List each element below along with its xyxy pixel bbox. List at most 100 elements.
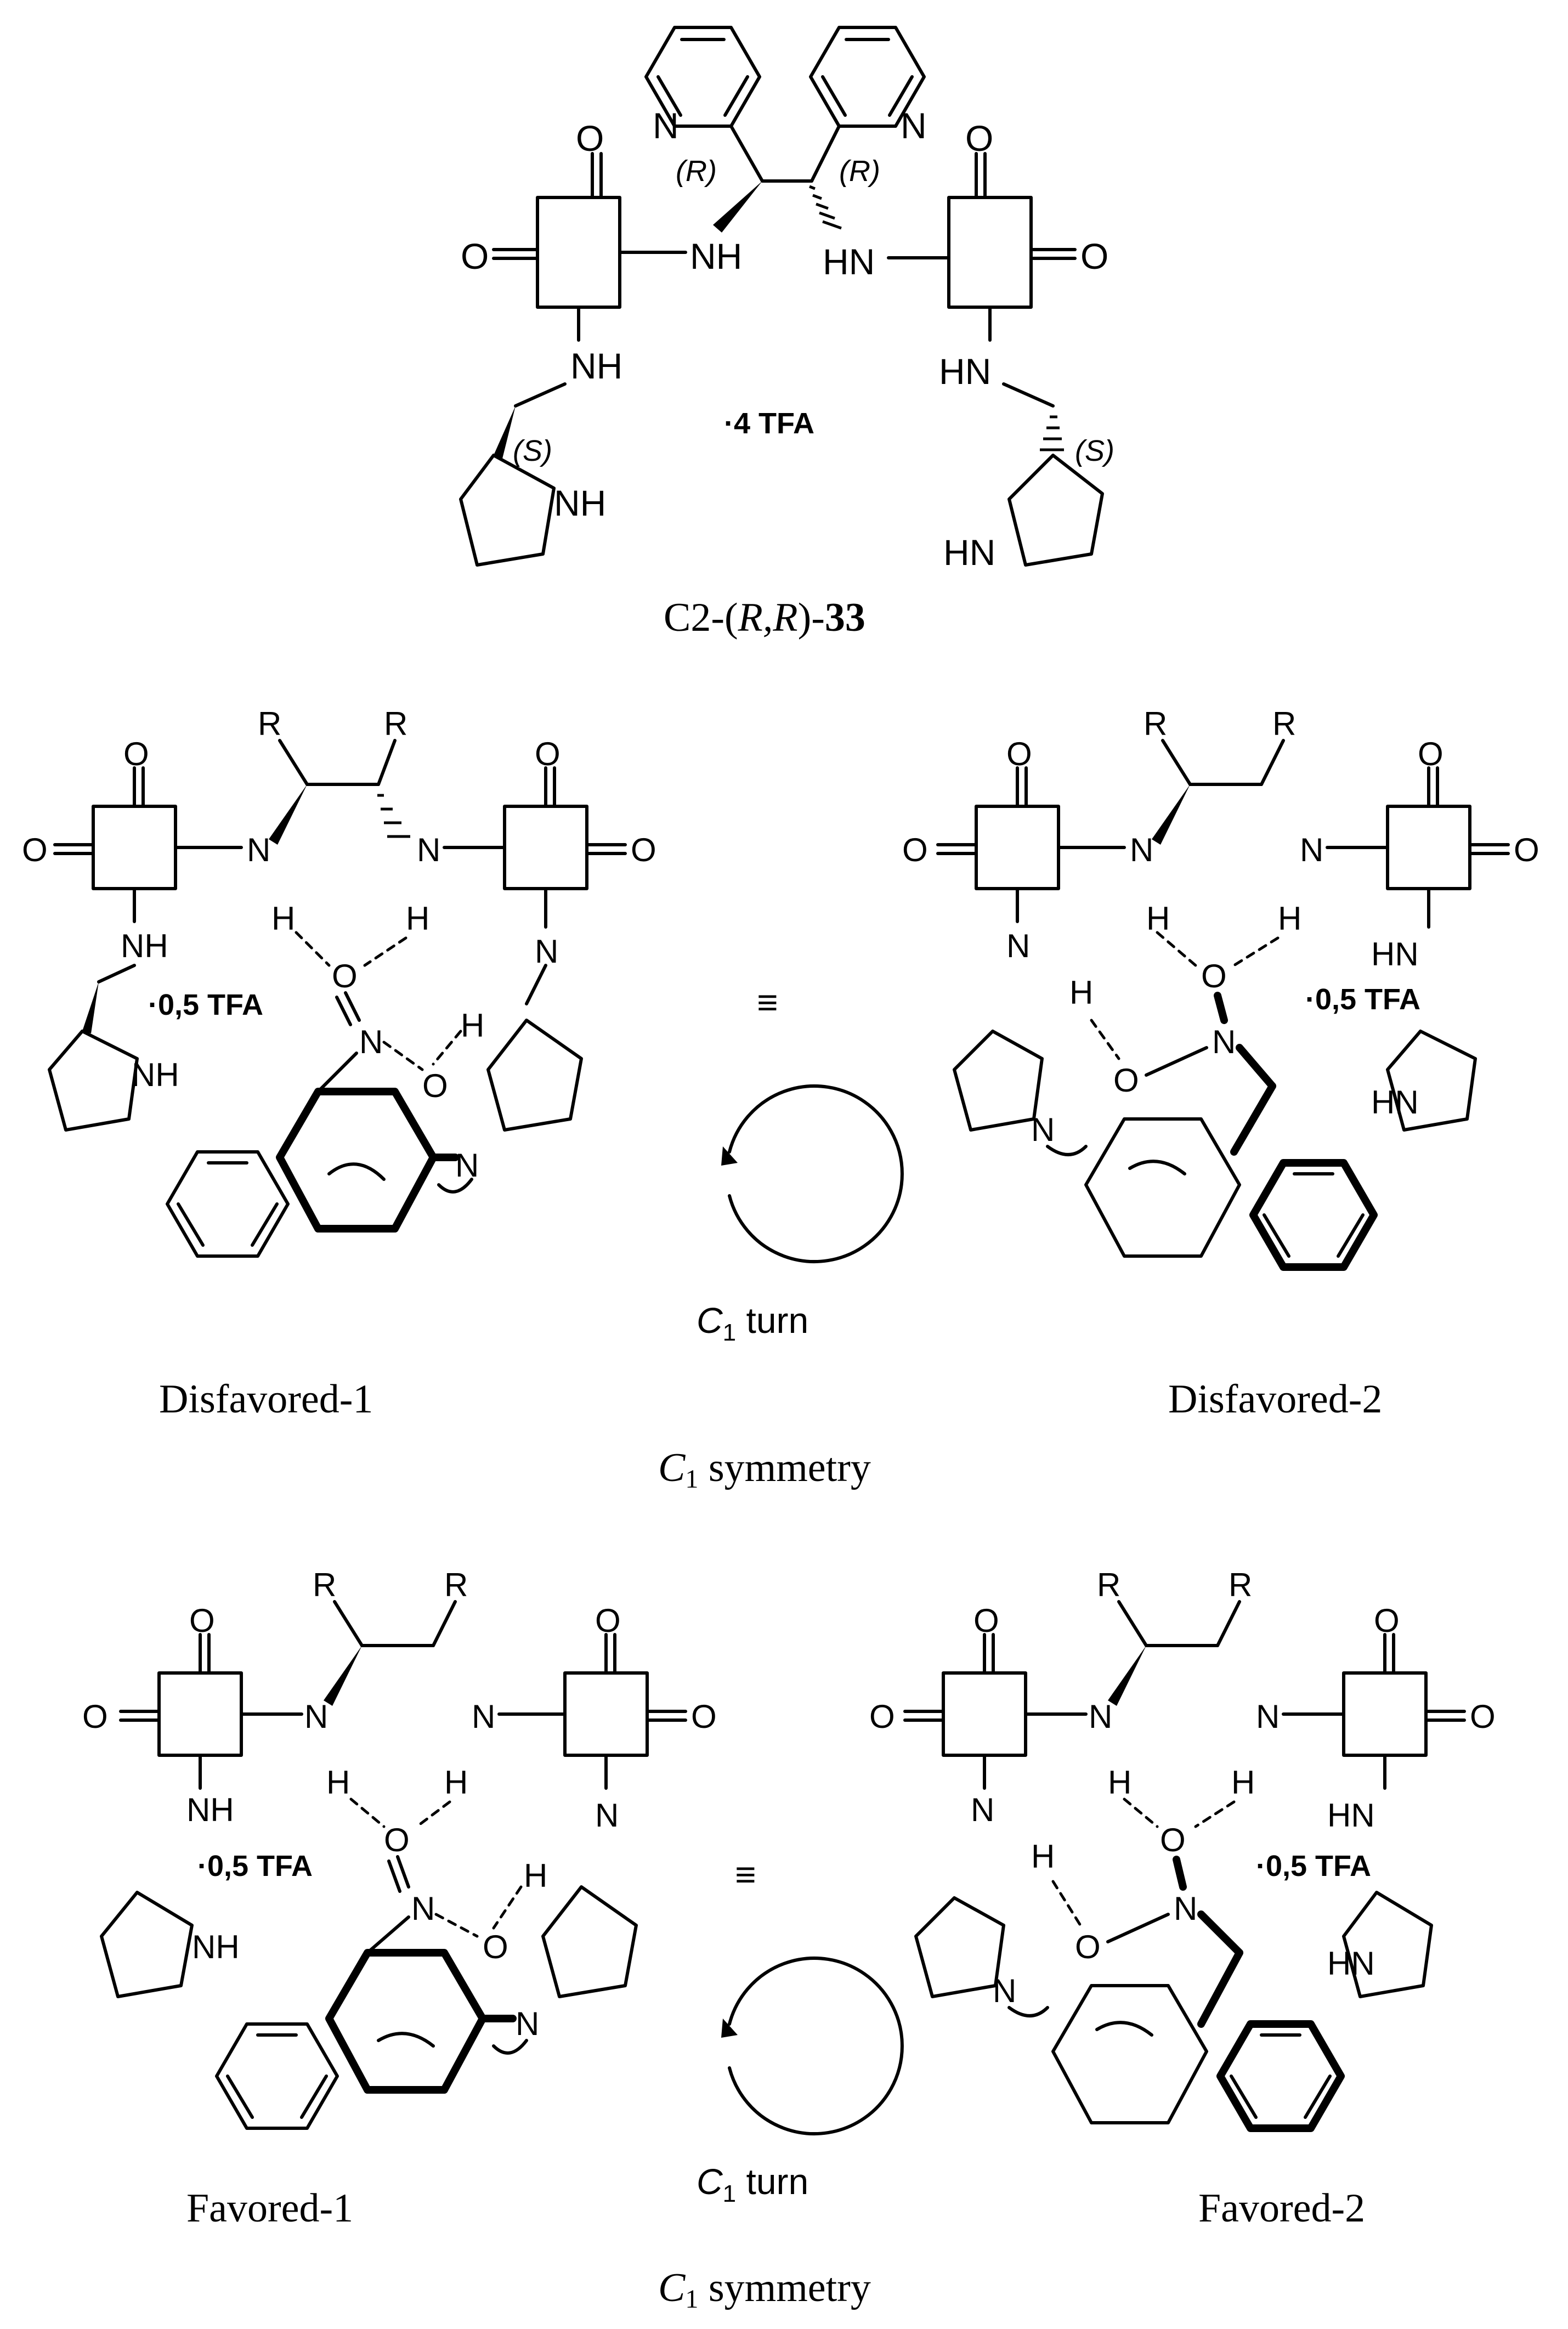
compound-33-structure: N N (R) (R) NH HN O O NH O <box>459 26 1114 640</box>
pyrrolidine-ring-left <box>459 454 556 567</box>
disfavored-1-structure: R R O O N H N H <box>22 705 656 1258</box>
squaramide-ring-right <box>947 196 1033 309</box>
pyrrolidine-hn-right: HN <box>943 532 995 573</box>
svg-text:HN: HN <box>1327 1797 1375 1834</box>
svg-text:O: O <box>189 1602 215 1639</box>
svg-text:N: N <box>1089 1698 1112 1735</box>
curved-arrow-f1b <box>492 2039 528 2055</box>
squaramide-ring-d1-left <box>92 805 177 890</box>
svg-text:HN: HN <box>1327 1945 1375 1982</box>
r-group-2: R <box>384 705 407 742</box>
pyridine-n-left: N <box>653 105 679 146</box>
svg-text:NH: NH <box>192 1929 240 1965</box>
svg-text:O: O <box>1113 1062 1139 1099</box>
dienamine-ring-d1 <box>276 1088 437 1233</box>
dienamine-ring-f1 <box>325 1949 486 2094</box>
phenyl-ring-f2 <box>1216 2020 1345 2132</box>
svg-text:R: R <box>1229 1567 1252 1603</box>
nh-left: NH <box>690 236 742 276</box>
svg-text:N: N <box>304 1698 328 1735</box>
curved-arrow-f2a <box>1007 2006 1049 2017</box>
svg-text:N: N <box>247 832 270 868</box>
svg-text:O: O <box>1006 736 1032 772</box>
salt-label-f1: ·0,5 TFA <box>197 1850 313 1883</box>
svg-text:H: H <box>444 1764 468 1801</box>
svg-text:O: O <box>535 736 561 772</box>
svg-text:R: R <box>313 1567 336 1603</box>
favored-2-structure: R R O O N H N H O O N <box>869 1567 1496 2132</box>
pyrrolidine-ring-right <box>1007 454 1104 567</box>
salt-label-d1: ·0,5 TFA <box>148 988 263 1021</box>
svg-text:N: N <box>417 832 440 868</box>
squaramide-ring-f2-right <box>1342 1671 1428 1757</box>
salt-label-top: ·4 TFA <box>724 407 814 440</box>
svg-text:N: N <box>1031 1111 1055 1148</box>
svg-text:H: H <box>1069 974 1093 1011</box>
pyrrolidine-ring-d2-left <box>953 1030 1044 1132</box>
compound-label: C2-(R,R)-33 <box>664 595 865 640</box>
svg-text:H: H <box>1146 900 1170 937</box>
svg-text:HN: HN <box>1371 936 1419 973</box>
curved-arrow-f2b <box>1095 2021 1153 2037</box>
svg-text:H: H <box>1108 1764 1131 1801</box>
hash-bond-d1 <box>377 794 410 838</box>
svg-text:O: O <box>1514 832 1539 868</box>
svg-text:N: N <box>1174 1890 1197 1927</box>
disfavored-2-structure: R R O O N H N H O O N <box>902 705 1539 1271</box>
dienamine-ring-d2 <box>1084 1117 1241 1258</box>
svg-text:N: N <box>472 1698 495 1735</box>
label-favored-1: Favored-1 <box>186 2186 353 2231</box>
pyrrolidine-ring-f1-right <box>541 1885 638 1998</box>
equivalence-symbol-2: ≡ <box>735 1854 756 1895</box>
curved-arrow-d1a <box>327 1162 386 1181</box>
svg-text:R: R <box>1144 705 1167 742</box>
svg-text:H: H <box>461 1007 484 1044</box>
svg-text:N: N <box>411 1890 435 1927</box>
svg-text:N: N <box>993 1972 1016 2009</box>
svg-text:H: H <box>1278 900 1301 937</box>
svg-text:H: H <box>1231 1764 1255 1801</box>
salt-label-d2: ·0,5 TFA <box>1305 983 1420 1016</box>
stereo-label-r-right: (R) <box>839 155 880 188</box>
squaramide-ring-d1-right <box>503 805 588 890</box>
hn-right: HN <box>823 241 875 282</box>
salt-label-f2: ·0,5 TFA <box>1256 1850 1371 1883</box>
svg-text:N: N <box>1212 1024 1236 1060</box>
svg-text:N: N <box>1256 1698 1280 1735</box>
svg-text:O: O <box>973 1602 999 1639</box>
stereo-label-s-right: (S) <box>1075 434 1114 467</box>
squaramide-ring-f2-left <box>942 1671 1027 1757</box>
svg-text:O: O <box>1160 1822 1186 1858</box>
turn-label-2: C1 turn <box>697 2161 808 2207</box>
label-favored-2: Favored-2 <box>1198 2186 1365 2231</box>
symmetry-label-1: C1 symmetry <box>658 1445 871 1494</box>
svg-text:N: N <box>516 2005 539 2042</box>
svg-text:N: N <box>971 1791 994 1828</box>
pyrrolidine-ring-f2-right <box>1342 1891 1433 1998</box>
svg-text:O: O <box>332 958 358 994</box>
svg-text:N: N <box>595 1797 619 1834</box>
svg-text:O: O <box>483 1929 508 1965</box>
svg-text:N: N <box>1300 832 1323 868</box>
pyridine-ring-right <box>809 26 926 128</box>
svg-text:N: N <box>359 1024 383 1060</box>
favored-1-structure: R R O O N H N H O O N <box>82 1567 717 2130</box>
disfavored-scheme: R R O O N H N H <box>22 705 1539 1494</box>
phenyl-ring-d2 <box>1249 1159 1378 1271</box>
pyrrolidine-ring-d1-left <box>48 1030 139 1132</box>
svg-text:O: O <box>1201 958 1227 994</box>
phenyl-ring-f1 <box>215 2022 339 2130</box>
squaramide-ring-left <box>536 196 621 309</box>
svg-text:O: O <box>631 832 656 868</box>
squaramide-ring-f1-right <box>563 1671 649 1757</box>
squaramide-ring-d2-right <box>1386 805 1471 890</box>
pyridine-n-right: N <box>901 105 927 146</box>
label-disfavored-1: Disfavored-1 <box>159 1377 373 1422</box>
svg-text:O: O <box>82 1698 108 1735</box>
hn-right-lower: HN <box>939 351 991 392</box>
curved-arrow-d2b <box>1128 1160 1186 1175</box>
phenyl-ring-d1 <box>166 1150 290 1258</box>
svg-text:O: O <box>422 1067 448 1104</box>
pyrrolidine-ring-d1-right <box>486 1019 583 1132</box>
svg-text:O: O <box>1075 1929 1101 1965</box>
